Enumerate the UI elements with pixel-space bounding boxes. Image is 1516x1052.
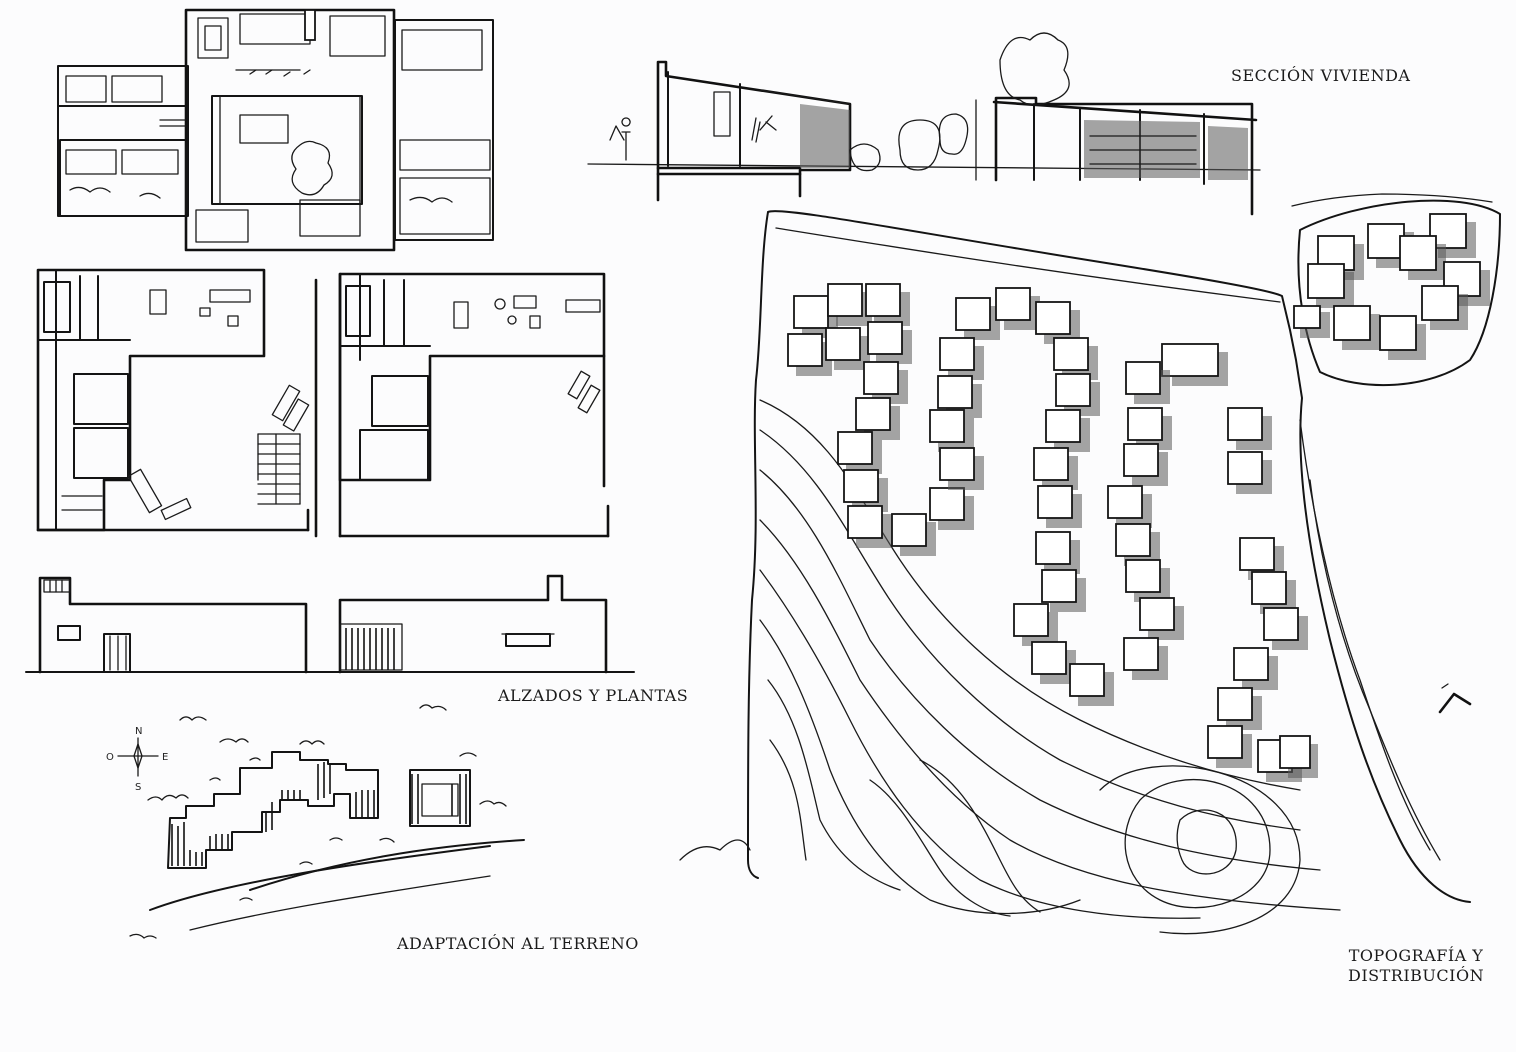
floor-plan-b	[338, 272, 610, 538]
terrain-sketch: N E S O	[106, 704, 525, 939]
compass-north-label: N	[135, 726, 142, 737]
site-houses	[787, 213, 1490, 782]
topography-title-line2: DISTRIBUCIÓN	[1348, 966, 1485, 985]
elevations-plans-title: ALZADOS Y PLANTAS	[498, 686, 689, 705]
elevations	[25, 574, 635, 674]
floor-plan-a	[36, 268, 318, 538]
house-section	[587, 32, 1261, 216]
compass-west-label: O	[106, 752, 114, 763]
compass-east-label: E	[162, 752, 168, 763]
section-title: SECCIÓN VIVIENDA	[1231, 66, 1411, 85]
compass-south-label: S	[135, 782, 141, 793]
courtyard-house-plan	[57, 8, 494, 252]
terrain-adaptation-title: ADAPTACIÓN AL TERRENO	[397, 934, 639, 953]
topography-site-plan	[679, 193, 1501, 935]
north-arrow-icon	[1438, 692, 1472, 714]
topography-title-line1: TOPOGRAFÍA Y	[1348, 946, 1484, 965]
topography-title: TOPOGRAFÍA Y DISTRIBUCIÓN	[1348, 946, 1484, 986]
